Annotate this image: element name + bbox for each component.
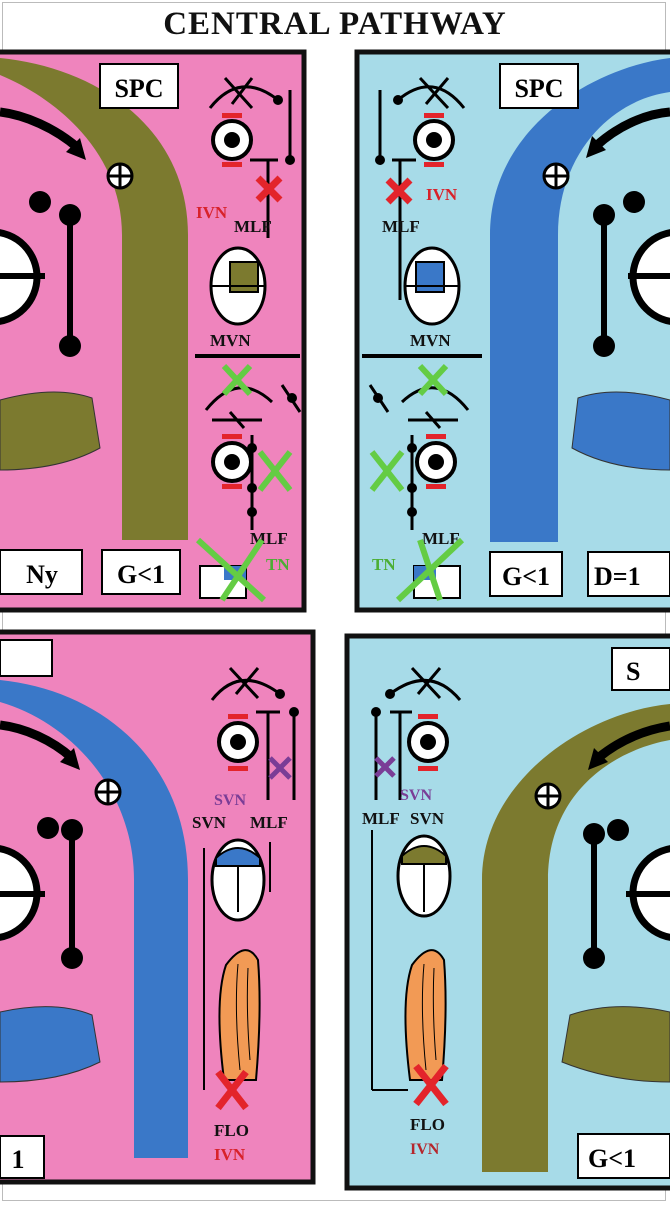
- ivn-label: IVN: [196, 203, 228, 222]
- tn-label: TN: [266, 555, 290, 574]
- box-label: G<1: [117, 560, 165, 589]
- panel-top-left: SPC IVN MLF MVN: [0, 52, 304, 610]
- flo-label: FLO: [214, 1121, 249, 1140]
- box-label: G<1: [588, 1144, 636, 1173]
- svn-label-purple: SVN: [214, 792, 246, 809]
- tn-label: TN: [372, 555, 396, 574]
- spc-label: SPC: [514, 74, 563, 103]
- box-label: G<1: [502, 562, 550, 591]
- box-label: D=1: [594, 562, 641, 591]
- mvn-label: MVN: [410, 331, 451, 350]
- box-top-left: [0, 640, 52, 676]
- box-label: 1: [12, 1145, 25, 1174]
- mlf-label: MLF: [382, 217, 420, 236]
- panel-top-right: SPC IVN MLF MVN: [357, 52, 670, 610]
- svn-label: SVN: [410, 809, 445, 828]
- ivn-label: IVN: [214, 1145, 246, 1164]
- svn-label-purple: SVN: [400, 787, 432, 804]
- flo-label: FLO: [410, 1115, 445, 1134]
- mvn-label: MVN: [210, 331, 251, 350]
- panel-bottom-left: SVN SVN MLF FLO IVN 1: [0, 632, 313, 1182]
- ivn-label: IVN: [410, 1141, 440, 1158]
- box-label: S: [626, 657, 640, 686]
- svn-label: SVN: [192, 813, 227, 832]
- mlf-label: MLF: [362, 809, 400, 828]
- box-label: Ny: [26, 560, 58, 589]
- ivn-label: IVN: [426, 185, 458, 204]
- spc-label: SPC: [114, 74, 163, 103]
- box-top-right: [612, 648, 670, 690]
- mlf-label: MLF: [250, 813, 288, 832]
- mlf-label: MLF: [234, 217, 272, 236]
- panel-bottom-right: S SVN MLF SVN: [347, 636, 670, 1188]
